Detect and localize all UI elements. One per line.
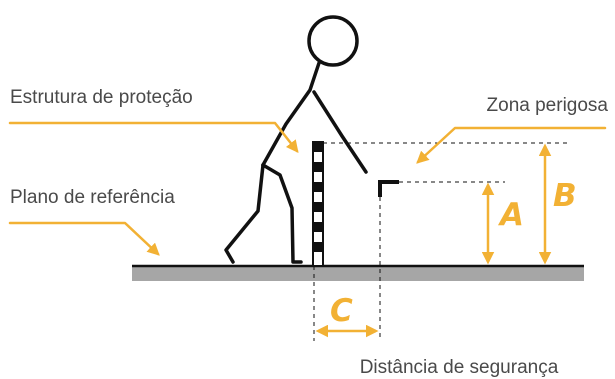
post-check-square [313,162,323,172]
leader-protection-structure [8,121,299,153]
dimension-arrows [315,143,552,338]
protection-structure [312,141,324,267]
label-danger-zone: Zona perigosa [487,95,609,116]
post-check-square [313,222,323,232]
ground-slab [132,266,584,281]
reference-plane [132,264,584,281]
post-checker-pattern [313,142,323,252]
post-check-square [313,202,323,212]
danger-zone-corner [378,180,399,197]
post-check-square [313,142,323,152]
dimension-label-c: C [330,293,353,329]
person-torso [261,61,321,167]
person-leg-back [224,163,265,264]
person-arm [312,90,368,174]
leader-reference-plane [8,221,160,256]
person-figure [224,15,368,264]
leader-danger-zone [416,126,607,164]
dimension-guides [313,142,570,341]
post-check-square [313,182,323,192]
label-leaders [8,121,607,256]
person-head [307,15,359,67]
post-check-square [313,242,323,252]
person-leg-front [261,163,303,264]
label-protection-structure: Estrutura de proteção [10,87,193,108]
dimension-label-a: A [497,197,524,233]
label-reference-plane: Plano de referência [10,187,175,208]
dimension-label-b: B [553,178,577,214]
label-safety-distance: Distância de segurança [360,357,559,378]
